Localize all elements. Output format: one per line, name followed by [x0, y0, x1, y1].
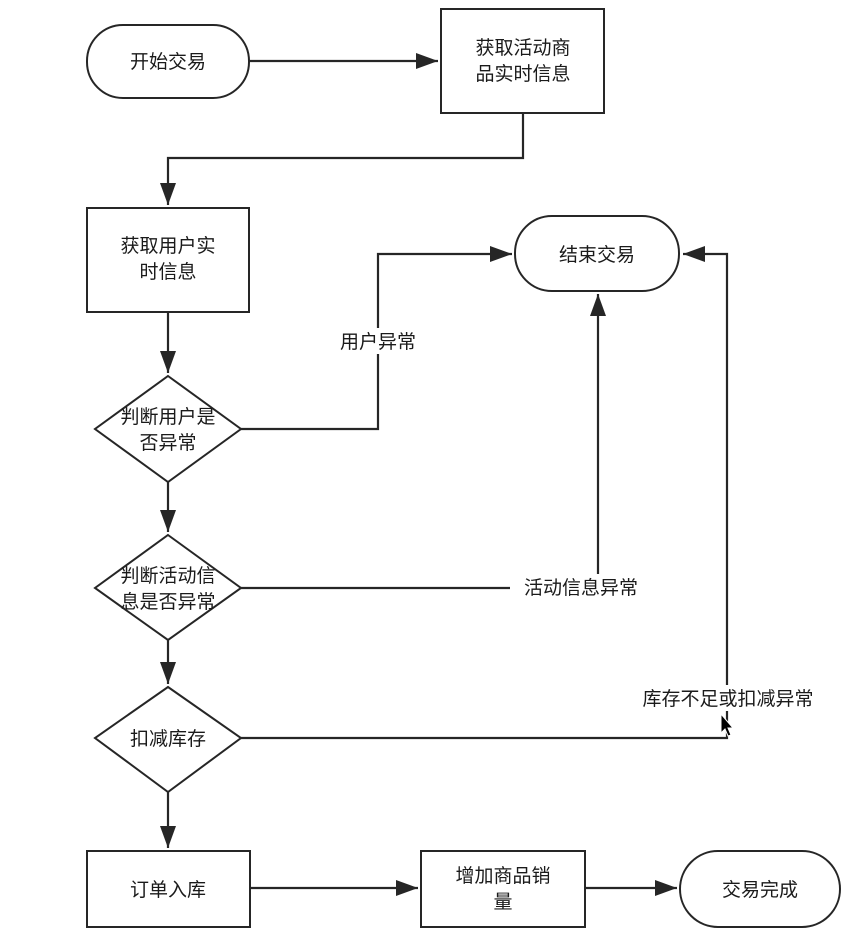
node-check-activity: 判断活动信 息是否异常 [93, 533, 243, 642]
node-check-user: 判断用户是 否异常 [93, 374, 243, 484]
node-get-activity: 获取活动商 品实时信息 [440, 8, 605, 114]
edges [160, 53, 729, 896]
node-order-store: 订单入库 [86, 850, 251, 928]
node-add-sales-line-2: 量 [493, 891, 512, 913]
node-get-user-line-2: 时信息 [139, 261, 196, 283]
node-check-user-line-2: 否异常 [139, 432, 196, 454]
edge-label-stock-abnormal: 库存不足或扣减异常 [642, 688, 813, 710]
node-check-activity-line-2: 息是否异常 [120, 591, 215, 613]
node-get-user-line-1: 获取用户实 [120, 235, 215, 257]
node-deduct-stock-line-1: 扣减库存 [130, 728, 206, 750]
node-end: 结束交易 [514, 215, 680, 292]
node-add-sales: 增加商品销 量 [420, 850, 586, 928]
node-add-sales-line-1: 增加商品销 [455, 865, 550, 887]
node-get-activity-line-1: 获取活动商 [475, 37, 570, 59]
node-check-activity-line-1: 判断活动信 [120, 565, 215, 587]
node-start-line-1: 开始交易 [130, 51, 206, 73]
edge-deduct-stock-to-end [241, 246, 729, 740]
edge-labels: 用户异常 活动信息异常 库存不足或扣减异常 [330, 328, 832, 711]
node-deduct-stock: 扣减库存 [93, 685, 243, 794]
node-done: 交易完成 [679, 850, 841, 928]
node-order-store-line-1: 订单入库 [130, 879, 206, 901]
node-done-line-1: 交易完成 [722, 879, 798, 901]
node-start: 开始交易 [86, 24, 250, 99]
node-end-line-1: 结束交易 [559, 244, 635, 266]
node-check-user-line-1: 判断用户是 [120, 406, 215, 428]
node-get-user: 获取用户实 时信息 [86, 207, 250, 313]
node-get-activity-line-2: 品实时信息 [475, 63, 570, 85]
mouse-cursor-icon [720, 712, 735, 737]
edge-get-activity-to-get-user [160, 113, 525, 205]
edge-label-activity-abnormal: 活动信息异常 [524, 577, 638, 599]
edge-label-user-abnormal: 用户异常 [340, 331, 416, 353]
